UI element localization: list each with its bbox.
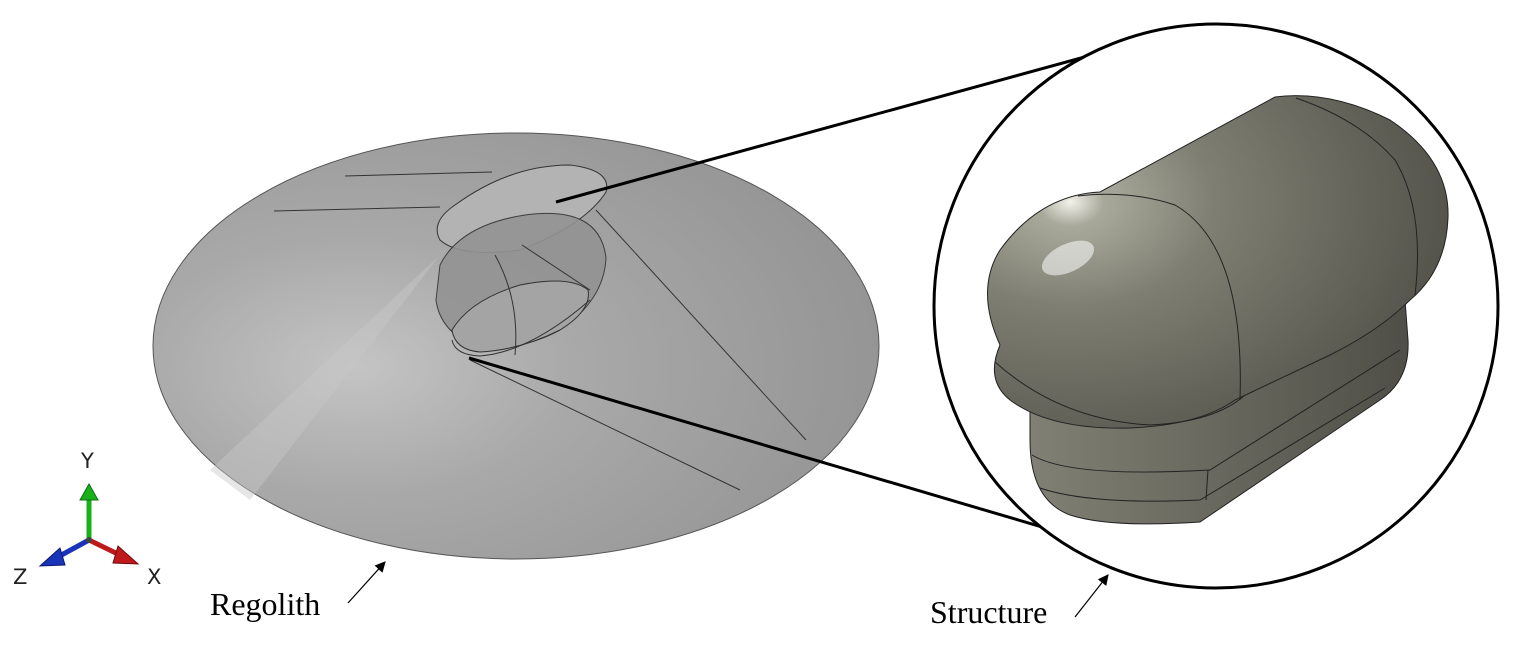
structure-seam-line [1295,97,1418,296]
axis-triad: Y X Z [13,449,161,589]
regolith-label: Regolith [210,586,320,622]
y-axis-arrowhead [79,482,99,501]
regolith-partition-line [469,359,741,491]
zoom-leader-top [555,42,1133,204]
zoom-leader-bottom [468,356,1121,552]
regolith-partition-line [595,209,807,441]
structure-capsule [987,95,1449,429]
regolith-cavity-line [521,244,591,291]
z-axis-label: Z [13,565,27,589]
regolith-model [152,132,880,560]
y-axis-label: Y [80,449,94,473]
structure-seam-line [1077,193,1241,401]
x-axis-arrowhead [112,545,140,565]
structure-arrow [1074,574,1109,618]
regolith-partition-line [344,171,493,177]
zoom-leader-lines [468,42,1133,552]
z-axis-arrowhead [38,547,66,567]
structure-zoom-view [932,22,1500,590]
structure-base-line [1205,469,1209,501]
structure-callout: Structure [930,574,1109,630]
regolith-partition-line [273,206,441,212]
regolith-cavity-line [451,299,591,357]
structure-seam-line [994,361,1246,426]
structure-highlight [1041,240,1095,276]
triad-origin [86,537,92,543]
structure-label: Structure [930,594,1047,630]
x-axis-label: X [147,565,161,589]
regolith-cavity-base [451,280,589,353]
structure-base-line [1039,387,1386,502]
regolith-cavity-line [494,254,517,356]
regolith-arrow [347,561,386,604]
structure-base-line [1031,349,1401,473]
regolith-highlight [210,255,440,500]
regolith-callout: Regolith [210,561,386,622]
structure-model [987,95,1449,525]
zoom-circle-outline [932,22,1500,590]
